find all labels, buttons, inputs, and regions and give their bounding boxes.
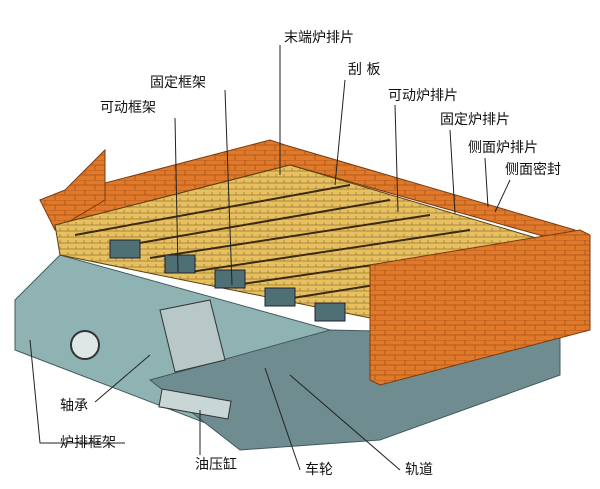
label-side-seal: 侧面密封: [505, 162, 561, 178]
label-fixed-frame: 固定框架: [150, 75, 206, 91]
label-grate-frame: 炉排框架: [60, 435, 116, 451]
side-wall: [369, 229, 591, 386]
leader-lines: [29, 45, 511, 471]
label-hydraulic-cylinder: 油压缸: [195, 457, 237, 473]
label-side-grate: 侧面炉排片: [468, 140, 538, 156]
label-scraper: 刮 板: [348, 62, 381, 78]
label-fixed-grate: 固定炉排片: [440, 112, 510, 128]
label-bearing: 轴承: [60, 398, 88, 414]
label-wheel: 车轮: [305, 462, 333, 478]
left-wall: [39, 148, 106, 231]
label-movable-grate: 可动炉排片: [388, 88, 458, 104]
frame-brackets: [109, 239, 346, 322]
label-end-grate: 末端炉排片: [284, 30, 354, 46]
label-movable-frame: 可动框架: [100, 100, 156, 116]
hydraulic-cylinder-shape: [158, 388, 232, 420]
guard-plate: [159, 299, 226, 373]
bearing-shape: [70, 330, 100, 360]
label-track: 轨道: [405, 462, 433, 478]
